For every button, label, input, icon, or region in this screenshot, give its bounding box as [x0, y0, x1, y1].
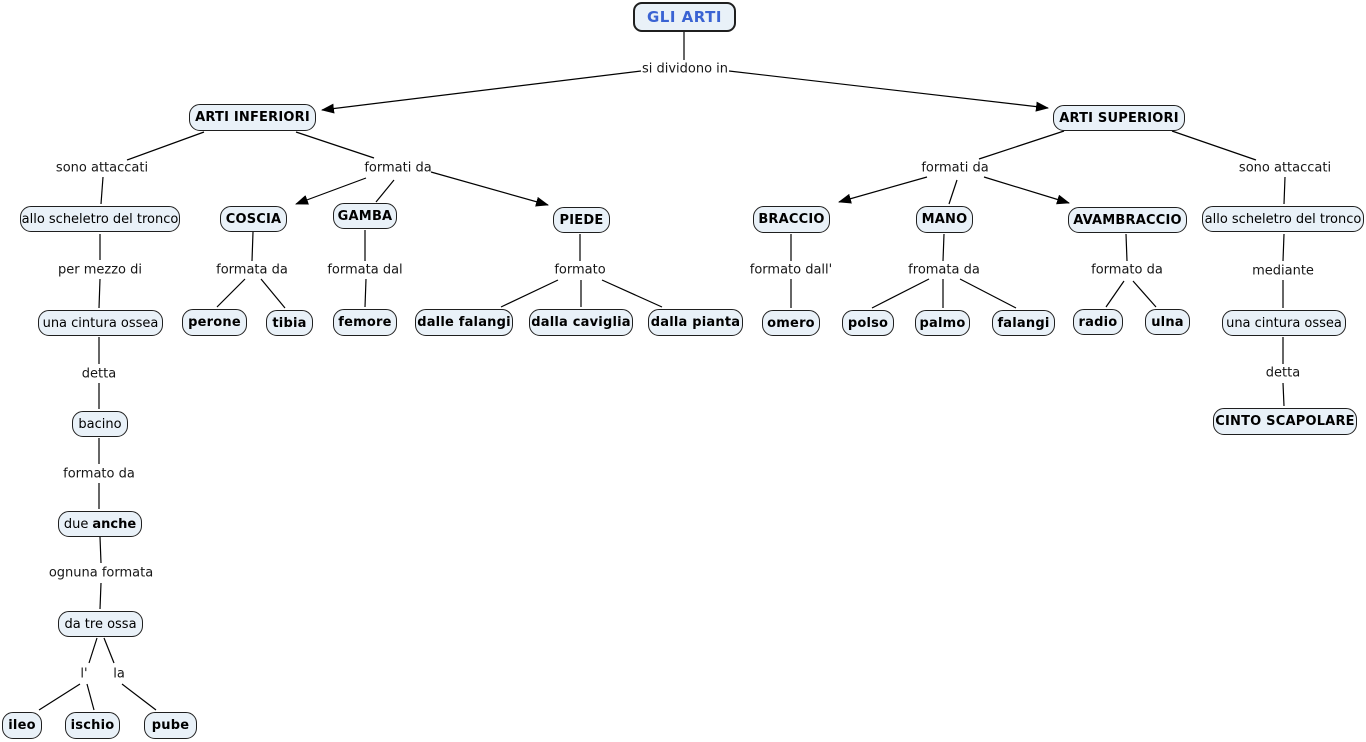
node-pube[interactable]: pube	[144, 712, 197, 739]
node-dalle-falangi[interactable]: dalle falangi	[415, 309, 513, 336]
link-label-formato: formato	[554, 262, 606, 278]
node-arti-superiori[interactable]: ARTI SUPERIORI	[1053, 105, 1185, 131]
node-ulna[interactable]: ulna	[1145, 309, 1190, 335]
node-perone[interactable]: perone	[182, 309, 247, 336]
link-label-sono-attaccati-left: sono attaccati	[55, 160, 149, 176]
node-cinto-scapolare[interactable]: CINTO SCAPOLARE	[1213, 408, 1357, 435]
link-label-si-dividono-in: si dividono in	[641, 61, 729, 77]
node-coscia[interactable]: COSCIA	[220, 206, 287, 232]
link-label-formato-da-avambraccio: formato da	[1091, 262, 1163, 278]
node-avambraccio[interactable]: AVAMBRACCIO	[1068, 207, 1187, 233]
node-cintura-ossea-left[interactable]: una cintura ossea	[38, 310, 163, 336]
link-label-detta-right: detta	[1265, 365, 1301, 381]
link-label-per-mezzo-di: per mezzo di	[58, 262, 142, 278]
node-polso[interactable]: polso	[842, 310, 894, 336]
node-radio[interactable]: radio	[1073, 309, 1123, 335]
link-label-formati-da-right: formati da	[921, 160, 989, 176]
node-piede[interactable]: PIEDE	[553, 207, 610, 233]
link-label-formata-da: formata da	[216, 262, 288, 278]
link-label-formato-dall: formato dall'	[749, 262, 833, 278]
link-label-mediante: mediante	[1252, 263, 1314, 279]
node-bacino[interactable]: bacino	[72, 411, 128, 437]
node-femore[interactable]: femore	[333, 309, 397, 336]
link-label-ognuna-formata: ognuna formata	[48, 565, 154, 581]
node-scheletro-tronco-right[interactable]: allo scheletro del tronco	[1202, 206, 1364, 232]
link-label-fromata-da: fromata da	[908, 262, 980, 278]
node-tibia[interactable]: tibia	[266, 310, 313, 336]
node-arti-inferiori[interactable]: ARTI INFERIORI	[189, 104, 316, 131]
node-da-tre-ossa[interactable]: da tre ossa	[58, 611, 143, 637]
link-label-formata-dal: formata dal	[327, 262, 403, 278]
node-braccio[interactable]: BRACCIO	[753, 206, 830, 233]
node-gamba[interactable]: GAMBA	[333, 203, 397, 229]
node-palmo[interactable]: palmo	[915, 310, 970, 336]
link-label-sono-attaccati-right: sono attaccati	[1238, 160, 1332, 176]
node-ileo[interactable]: ileo	[2, 712, 42, 739]
node-due-anche-bold: anche	[92, 516, 137, 532]
node-ischio[interactable]: ischio	[65, 712, 120, 739]
node-cintura-ossea-right[interactable]: una cintura ossea	[1222, 310, 1346, 336]
node-dalla-caviglia[interactable]: dalla caviglia	[529, 309, 633, 336]
node-due-anche-prefix: due	[63, 516, 89, 532]
node-mano[interactable]: MANO	[916, 206, 973, 233]
link-label-l-article: l'	[80, 666, 88, 682]
link-label-formato-da-bacino: formato da	[63, 466, 135, 482]
node-scheletro-tronco-left[interactable]: allo scheletro del tronco	[20, 206, 180, 232]
link-label-la-article: la	[113, 666, 125, 682]
link-label-detta-left: detta	[81, 366, 117, 382]
node-omero[interactable]: omero	[762, 310, 820, 336]
edges-group	[38, 32, 1286, 711]
node-dalla-pianta[interactable]: dalla pianta	[648, 309, 743, 336]
node-falangi[interactable]: falangi	[992, 310, 1055, 336]
node-gli-arti[interactable]: GLI ARTI	[633, 2, 736, 32]
link-label-formati-da-left: formati da	[364, 160, 432, 176]
